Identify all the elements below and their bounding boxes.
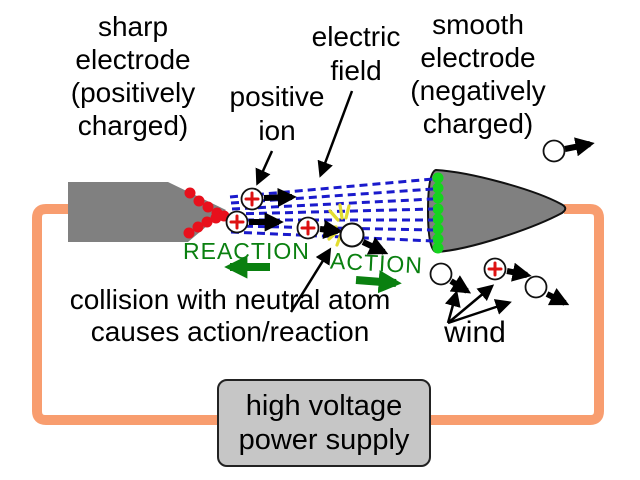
wind-ion-symbol	[483, 257, 532, 282]
negative-charge-dots	[432, 172, 444, 254]
positive-ion-label: positive ion	[229, 81, 325, 146]
smooth-electrode-shape	[426, 168, 567, 254]
positive-ion-pointer-arrow	[255, 150, 274, 186]
reaction-label: REACTION	[183, 238, 310, 264]
smooth-electrode-label: smooth electrode (negatively charged)	[410, 9, 546, 139]
positive-ion-symbol	[240, 187, 297, 211]
wind-label: wind	[444, 316, 506, 349]
sharp-electrode-label: sharp electrode (positively charged)	[70, 11, 196, 141]
positive-charge-dots	[183, 187, 230, 239]
action-arrow	[355, 270, 402, 294]
positive-ion-symbol	[296, 216, 343, 240]
wind-particle-symbol	[429, 262, 472, 294]
wind-particle-symbol	[524, 275, 570, 306]
wind-pointer-arrows	[444, 284, 512, 325]
electric-field-pointer-arrow	[317, 90, 354, 178]
power-supply-label: high voltage power supply	[238, 390, 410, 456]
positive-ion-symbol	[225, 210, 284, 234]
collision-pointer-arrow	[289, 247, 332, 313]
collision-caption: collision with neutral atom causes actio…	[69, 284, 391, 347]
sharp-electrode-shape	[68, 182, 226, 242]
escape-particle-symbol	[542, 137, 595, 163]
electric-field-label: electric field	[311, 21, 401, 86]
action-label: ACTION	[329, 247, 424, 279]
neutral-atom-symbol	[339, 222, 389, 255]
power-supply-box: high voltage power supply	[217, 379, 431, 467]
